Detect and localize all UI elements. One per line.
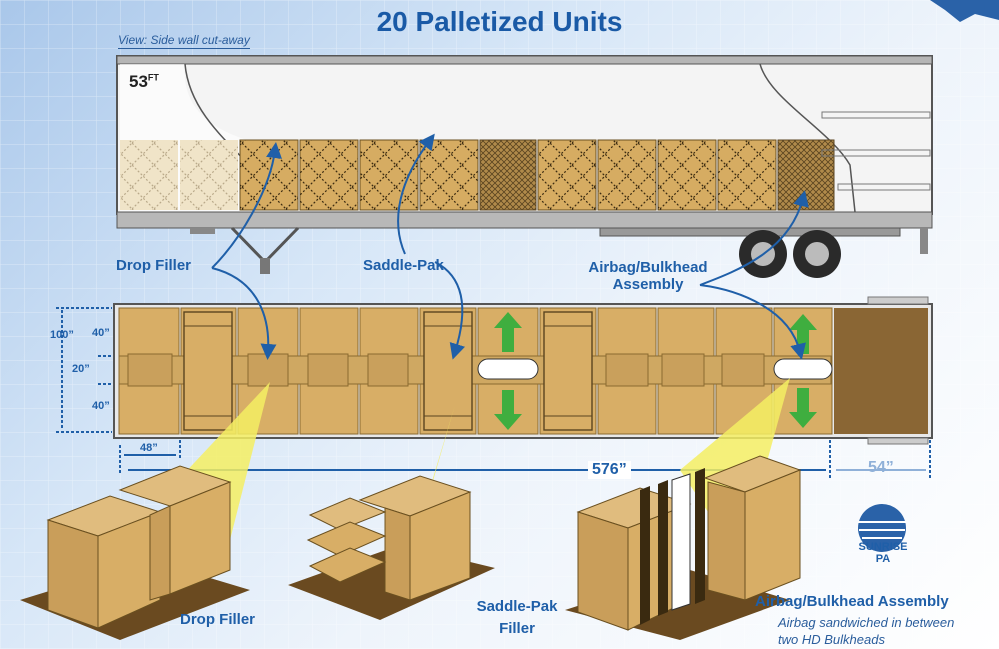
- airbag-top-1: [477, 312, 539, 430]
- dim-height-mid: 20”: [72, 363, 90, 375]
- drop-filler-illustration: [20, 465, 250, 640]
- sunrise-logo: [858, 504, 906, 552]
- trailer-top-view: [113, 296, 933, 445]
- corner-ribbon: [930, 0, 999, 22]
- dim-height-total: 100”: [50, 329, 74, 341]
- dim-pallet-width: 48”: [140, 442, 158, 454]
- label-airbag-top: Airbag/Bulkhead Assembly: [588, 259, 708, 293]
- saddle-pak-illustration: [288, 475, 495, 620]
- label-drop-filler-top: Drop Filler: [116, 257, 192, 274]
- callout-arrows: [211, 133, 809, 360]
- airbag-top-2: [773, 314, 833, 428]
- airbag-bulkhead-illustration: [565, 455, 802, 640]
- dim-load-length: 576”: [588, 461, 631, 479]
- trailer-size: 53FT: [129, 72, 159, 91]
- label-saddle-pak-bottom: Saddle-Pak Filler: [476, 598, 558, 637]
- side-pallets: [120, 139, 835, 211]
- dim-void-length: 54”: [868, 459, 894, 476]
- view-label: View: Side wall cut-away: [118, 33, 250, 49]
- dim-height-top: 40”: [92, 327, 110, 339]
- logo-text: SUNRISE PA: [858, 541, 908, 565]
- label-drop-filler-bottom: Drop Filler: [180, 611, 256, 628]
- label-airbag-bottom: Airbag/Bulkhead Assembly: [755, 593, 949, 610]
- trailer-side-view: [116, 55, 933, 278]
- label-saddle-pak-top: Saddle-Pak: [363, 257, 444, 274]
- page-title: 20 Palletized Units: [376, 6, 623, 37]
- airbag-note: Airbag sandwiched in between two HD Bulk…: [778, 615, 955, 647]
- dim-height-bottom: 40”: [92, 400, 110, 412]
